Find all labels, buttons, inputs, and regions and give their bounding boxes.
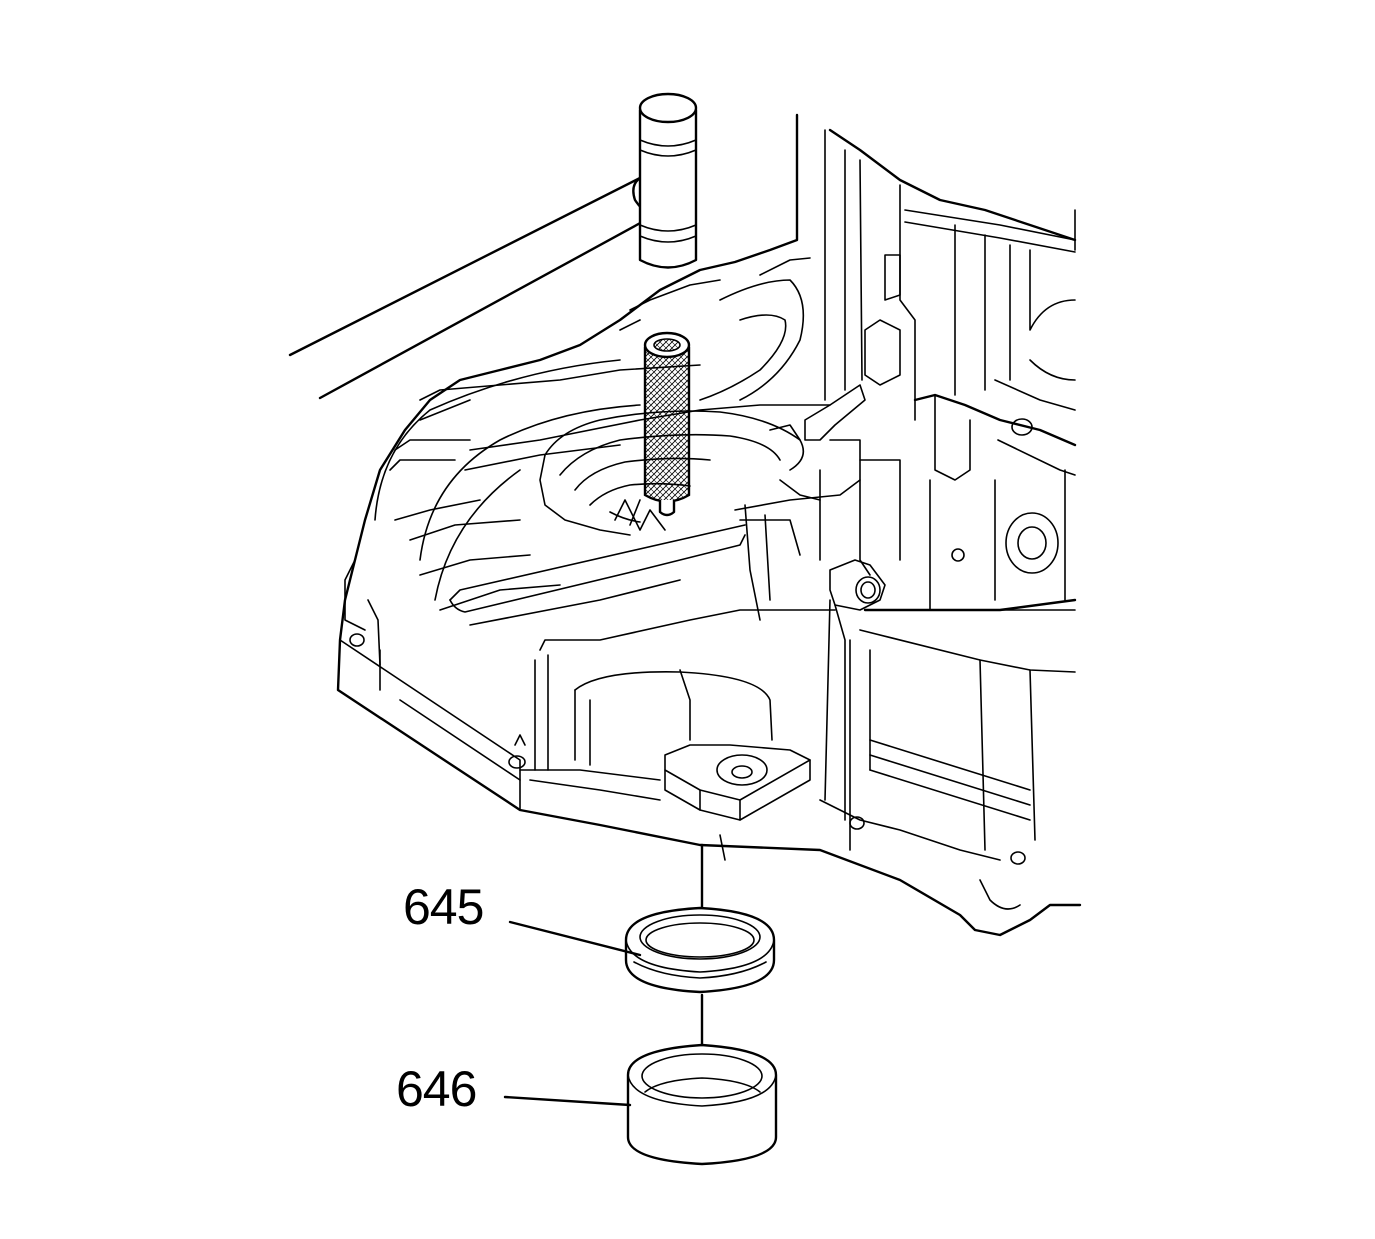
seal-645	[624, 906, 776, 994]
leader-line-646	[503, 1095, 632, 1107]
leader-line-645	[508, 920, 642, 957]
transmission-case	[336, 113, 1082, 937]
callout-label-646: 646	[396, 1061, 477, 1117]
bushing-646	[626, 1043, 778, 1166]
seal-installer-tool	[643, 331, 691, 517]
hammer	[288, 92, 698, 400]
callout-label-645: 645	[403, 879, 484, 935]
